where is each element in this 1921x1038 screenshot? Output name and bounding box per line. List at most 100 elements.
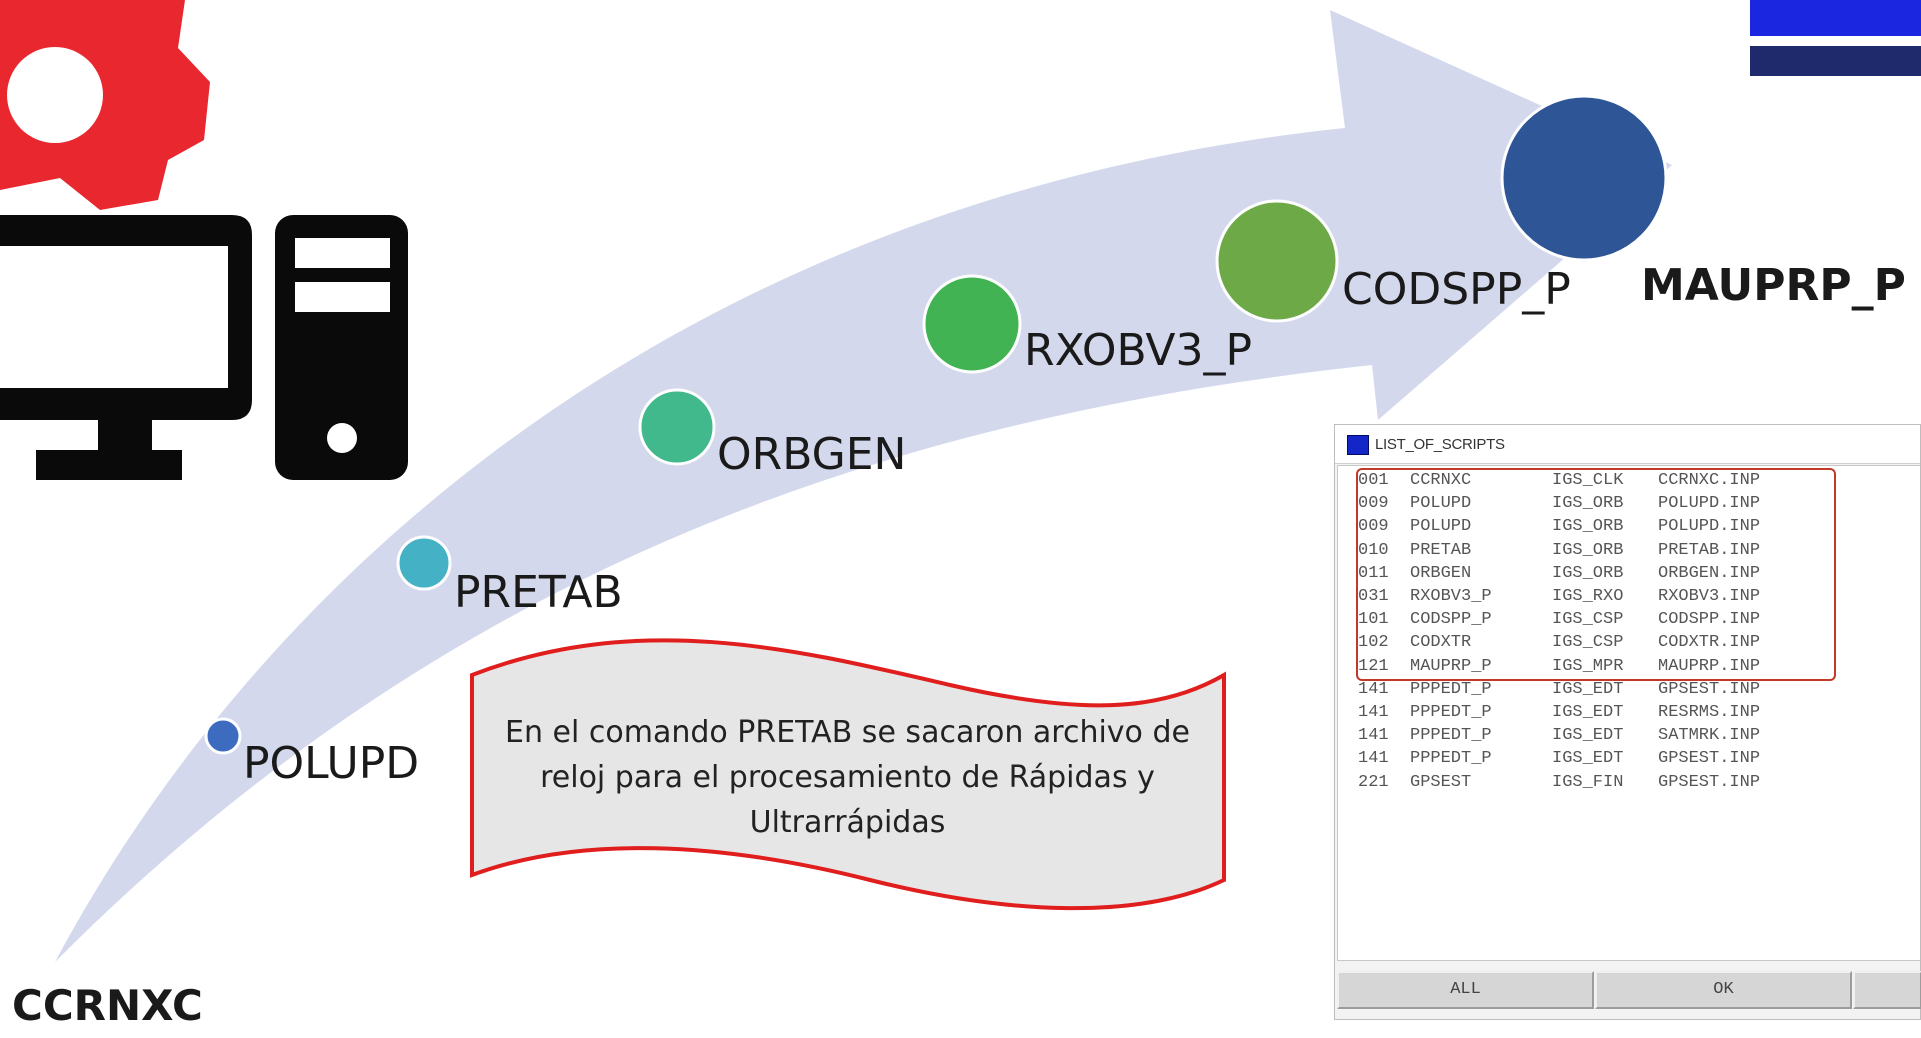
script-file: SATMRK.INP xyxy=(1658,726,1761,746)
step-dot-codspp xyxy=(1215,199,1339,323)
script-group: IGS_ORB xyxy=(1552,540,1624,560)
ok-button[interactable]: OK xyxy=(1595,971,1852,1009)
script-row[interactable]: 009 POLUPD IGS_ORB POLUPD.INP xyxy=(1358,515,1921,538)
callout-banner xyxy=(470,638,1226,911)
script-file: MAUPRP.INP xyxy=(1658,656,1761,676)
script-file: ORBGEN.INP xyxy=(1658,563,1761,583)
monitor-icon xyxy=(0,215,252,480)
step-dot-pretab xyxy=(396,535,452,591)
script-number: 102 xyxy=(1358,633,1389,653)
script-row[interactable]: 141 PPPEDT_P IGS_EDT GPSEST.INP xyxy=(1358,747,1921,770)
script-name: CODXTR xyxy=(1410,633,1472,653)
script-group: IGS_ORB xyxy=(1552,563,1624,583)
script-row[interactable]: 001 CCRNXC IGS_CLK CCRNXC.INP xyxy=(1358,469,1921,492)
script-group: IGS_EDT xyxy=(1552,679,1624,699)
script-name: PRETAB xyxy=(1410,540,1472,560)
script-file: PRETAB.INP xyxy=(1658,540,1761,560)
dialog-title: LIST_OF_SCRIPTS xyxy=(1375,436,1505,453)
script-row[interactable]: 031 RXOBV3_P IGS_RXO RXOBV3.INP xyxy=(1358,585,1921,608)
script-file: CODSPP.INP xyxy=(1658,610,1761,630)
window-icon xyxy=(1347,435,1369,455)
script-file: RESRMS.INP xyxy=(1658,703,1761,722)
script-group: IGS_RXO xyxy=(1552,587,1624,606)
step-dot-orbgen xyxy=(638,388,716,466)
list-of-scripts-dialog[interactable]: LIST_OF_SCRIPTS 001 CCRNXC IGS_CLK CCRNXC.I… xyxy=(1334,424,1921,1020)
script-file: GPSEST.INP xyxy=(1658,772,1761,792)
step-label-polupd: POLUPD xyxy=(243,738,420,789)
script-name: ORBGEN xyxy=(1410,563,1472,583)
step-label-pretab: PRETAB xyxy=(454,567,623,618)
script-name: GPSEST xyxy=(1410,772,1472,792)
script-number: 101 xyxy=(1358,610,1389,630)
script-number: 010 xyxy=(1358,540,1389,560)
script-number: 141 xyxy=(1358,679,1389,699)
dialog-titlebar[interactable]: LIST_OF_SCRIPTS xyxy=(1335,425,1920,464)
script-row[interactable]: 009 POLUPD IGS_ORB POLUPD.INP xyxy=(1358,492,1921,515)
script-group: IGS_EDT xyxy=(1552,749,1624,769)
step-label-codspp: CODSPP_P xyxy=(1342,264,1571,315)
script-number: 001 xyxy=(1358,471,1389,490)
script-number: 141 xyxy=(1358,703,1389,722)
script-file: POLUPD.INP xyxy=(1658,517,1761,537)
script-row[interactable]: 101 CODSPP_P IGS_CSP CODSPP.INP xyxy=(1358,608,1921,631)
script-name: PPPEDT_P xyxy=(1410,703,1492,722)
script-name: MAUPRP_P xyxy=(1410,656,1492,676)
highlight-box xyxy=(1356,468,1836,681)
script-group: IGS_CLK xyxy=(1552,471,1624,490)
step-label-rxobv3: RXOBV3_P xyxy=(1024,325,1252,376)
step-dot-mauprp xyxy=(1500,94,1668,262)
script-name: PPPEDT_P xyxy=(1410,749,1492,769)
extra-button[interactable] xyxy=(1853,971,1921,1009)
script-row[interactable]: 141 PPPEDT_P IGS_EDT RESRMS.INP xyxy=(1358,701,1921,724)
script-number: 011 xyxy=(1358,563,1389,583)
script-row[interactable]: 011 ORBGEN IGS_ORB ORBGEN.INP xyxy=(1358,562,1921,585)
top-right-bar xyxy=(1750,0,1921,36)
script-name: POLUPD xyxy=(1410,494,1472,514)
dialog-button-bar: ALL OK xyxy=(1335,961,1921,1019)
step-dot-polupd xyxy=(204,717,242,755)
all-button[interactable]: ALL xyxy=(1337,971,1594,1009)
script-file: CCRNXC.INP xyxy=(1658,471,1761,490)
step-label-orbgen: ORBGEN xyxy=(717,429,907,480)
script-name: PPPEDT_P xyxy=(1410,679,1492,699)
script-number: 141 xyxy=(1358,726,1389,746)
script-file: CODXTR.INP xyxy=(1658,633,1761,653)
top-right-bar-dark xyxy=(1750,46,1921,76)
script-group: IGS_EDT xyxy=(1552,726,1624,746)
script-file: GPSEST.INP xyxy=(1658,679,1761,699)
script-file: RXOBV3.INP xyxy=(1658,587,1761,606)
script-group: IGS_ORB xyxy=(1552,517,1624,537)
script-row[interactable]: 141 PPPEDT_P IGS_EDT SATMRK.INP xyxy=(1358,724,1921,747)
script-group: IGS_CSP xyxy=(1552,633,1624,653)
script-group: IGS_CSP xyxy=(1552,610,1624,630)
script-number: 121 xyxy=(1358,656,1389,676)
script-number: 009 xyxy=(1358,517,1389,537)
script-row[interactable]: 102 CODXTR IGS_CSP CODXTR.INP xyxy=(1358,631,1921,654)
step-label-mauprp: MAUPRP_P xyxy=(1641,260,1906,311)
script-file: POLUPD.INP xyxy=(1658,494,1761,514)
step-label-ccrnxc: CCRNXC xyxy=(12,981,203,1030)
script-group: IGS_FIN xyxy=(1552,772,1624,792)
script-row[interactable]: 010 PRETAB IGS_ORB PRETAB.INP xyxy=(1358,539,1921,562)
script-name: CODSPP_P xyxy=(1410,610,1492,630)
script-number: 141 xyxy=(1358,749,1389,769)
script-name: PPPEDT_P xyxy=(1410,726,1492,746)
script-group: IGS_ORB xyxy=(1552,494,1624,514)
script-group: IGS_EDT xyxy=(1552,703,1624,722)
script-number: 221 xyxy=(1358,772,1389,792)
desktop-tower-icon xyxy=(275,215,408,480)
script-group: IGS_MPR xyxy=(1552,656,1624,676)
step-dot-rxobv3 xyxy=(922,274,1022,374)
script-name: CCRNXC xyxy=(1410,471,1472,490)
script-number: 009 xyxy=(1358,494,1389,514)
script-number: 031 xyxy=(1358,587,1389,606)
script-file: GPSEST.INP xyxy=(1658,749,1761,769)
script-row[interactable]: 121 MAUPRP_P IGS_MPR MAUPRP.INP xyxy=(1358,655,1921,678)
callout-text: En el comando PRETAB se sacaron archivo … xyxy=(505,715,1190,840)
script-row[interactable]: 221 GPSEST IGS_FIN GPSEST.INP xyxy=(1358,771,1921,794)
script-name: POLUPD xyxy=(1410,517,1472,537)
script-name: RXOBV3_P xyxy=(1410,587,1492,606)
script-row[interactable]: 141 PPPEDT_P IGS_EDT GPSEST.INP xyxy=(1358,678,1921,701)
